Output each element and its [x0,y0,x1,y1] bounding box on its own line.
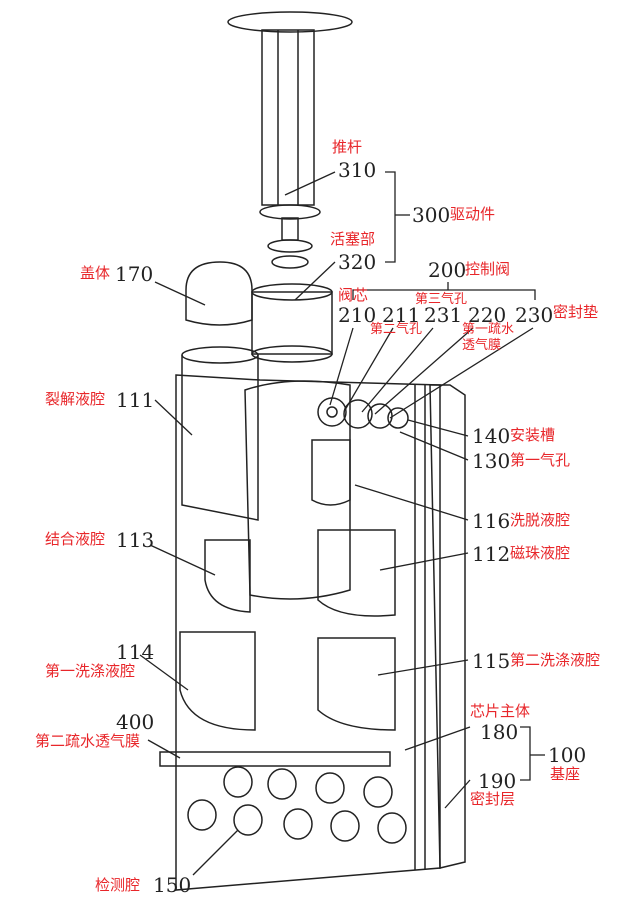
base [175,374,466,891]
label-180: 180 [480,720,519,744]
label-detect-name: 检测腔 [95,876,141,894]
label-115: 115 [472,649,511,673]
label-spool-name: 阀芯 [338,286,369,304]
label-base-name: 基座 [550,765,581,783]
label-valve-name: 控制阀 [465,260,511,278]
chambers [179,439,396,731]
control-valve [317,397,409,429]
label-slot-name: 安装槽 [510,426,556,444]
label-binding-name: 结合液腔 [45,530,106,548]
label-300: 300 [412,203,451,227]
label-200: 200 [428,258,467,282]
label-113: 113 [116,528,155,552]
cap [185,261,253,326]
label-140: 140 [472,424,511,448]
label-wash1-name: 第一洗涤液腔 [45,662,136,680]
label-membrane1-name1: 第一疏水 [462,322,515,337]
label-membrane2-name: 第二疏水透气膜 [35,732,141,750]
label-lysis-name: 裂解液腔 [45,390,106,408]
label-drive-name: 驱动件 [450,205,496,223]
lysis-chamber [181,346,259,521]
label-first-hole-name: 第一气孔 [510,451,571,469]
label-210: 210 [338,303,377,327]
label-190: 190 [478,769,517,793]
membrane-bar [159,751,391,767]
label-second-hole-name: 第二气孔 [370,322,423,337]
central-chamber [244,380,351,600]
label-230: 230 [515,303,554,327]
label-cap-name: 盖体 [80,264,111,282]
label-elution-name: 洗脱液腔 [510,511,571,529]
label-100: 100 [548,743,587,767]
leader-lines [139,171,545,876]
label-wash2-name: 第二洗涤液腔 [510,651,601,669]
label-gasket-name: 密封垫 [553,303,599,321]
label-231: 231 [424,303,463,327]
label-111: 111 [116,388,155,412]
label-130: 130 [472,449,511,473]
label-112: 112 [472,542,511,566]
label-211: 211 [382,303,421,327]
label-170: 170 [115,262,154,286]
label-116: 116 [472,509,511,533]
label-bead-name: 磁珠液腔 [510,544,571,562]
label-push-rod-name: 推杆 [332,138,363,156]
label-seal-name: 密封层 [470,790,516,808]
label-310: 310 [338,158,377,182]
label-320: 320 [338,250,377,274]
piston [251,283,333,363]
label-150: 150 [153,873,192,897]
detection-chambers [187,766,407,844]
label-membrane1-name2: 透气膜 [462,338,502,353]
label-piston-name: 活塞部 [330,230,376,248]
label-chip-name: 芯片主体 [470,702,531,720]
label-third-hole-name: 第三气孔 [415,292,468,307]
label-114: 114 [116,640,155,664]
label-400: 400 [116,710,155,734]
push-rod [227,11,353,269]
label-220: 220 [468,303,507,327]
